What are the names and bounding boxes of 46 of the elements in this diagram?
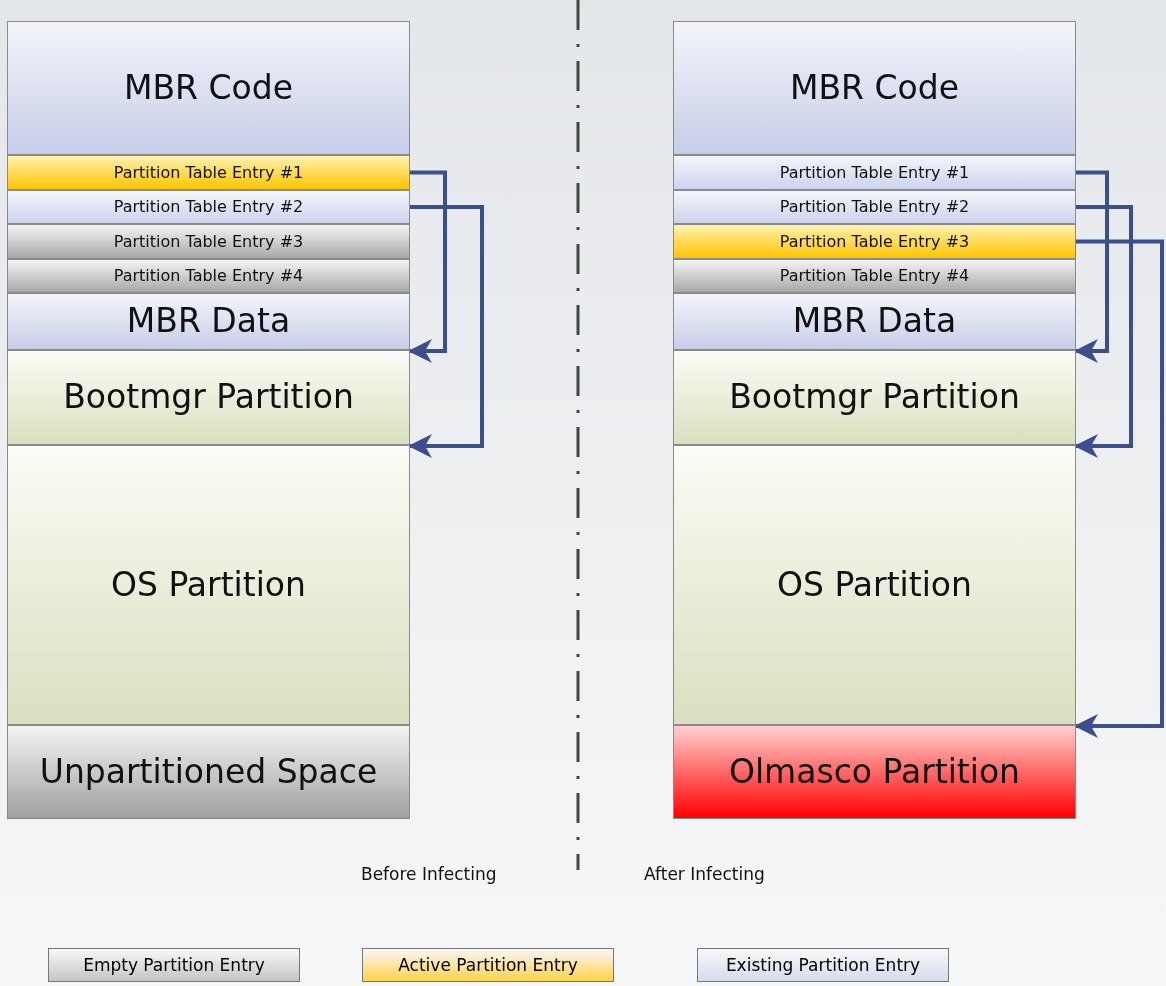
unpartitioned-block bbox=[7, 725, 410, 819]
block-label: OS Partition bbox=[777, 566, 972, 604]
partition-entry bbox=[7, 155, 410, 190]
mbr-data-block bbox=[7, 293, 410, 350]
block-label: OS Partition bbox=[111, 566, 306, 604]
partition-entry bbox=[673, 224, 1076, 259]
block-label: MBR Code bbox=[124, 69, 293, 107]
partition-entry bbox=[673, 190, 1076, 224]
legend-text: Empty Partition Entry bbox=[83, 955, 265, 975]
partition-block bbox=[7, 445, 410, 725]
block-label: Olmasco Partition bbox=[728, 753, 1021, 791]
partition-block bbox=[7, 350, 410, 445]
partition-block bbox=[673, 725, 1076, 819]
block-label: MBR Code bbox=[790, 69, 959, 107]
pointer-arrow bbox=[408, 170, 447, 363]
block-label: Partition Table Entry #3 bbox=[779, 232, 970, 251]
partition-entry bbox=[673, 259, 1076, 293]
block-label: MBR Data bbox=[792, 303, 957, 340]
partition-entry bbox=[7, 224, 410, 259]
block-label: Partition Table Entry #2 bbox=[779, 198, 970, 216]
block-label: Partition Table Entry #2 bbox=[113, 198, 304, 216]
caption-text: Before Infecting bbox=[361, 864, 497, 884]
block-label: Partition Table Entry #4 bbox=[113, 267, 304, 285]
mbr-code-block bbox=[7, 21, 410, 155]
mbr-data-block bbox=[673, 293, 1076, 350]
legend-text: Active Partition Entry bbox=[398, 955, 578, 975]
block-label: Partition Table Entry #4 bbox=[779, 267, 970, 285]
partition-entry bbox=[7, 190, 410, 224]
pointer-arrow bbox=[408, 205, 484, 458]
block-label: Bootmgr Partition bbox=[63, 379, 354, 416]
pointer-arrow bbox=[1074, 170, 1109, 363]
mbr-code-block bbox=[673, 21, 1076, 155]
block-label: Partition Table Entry #1 bbox=[779, 163, 970, 182]
block-label: MBR Data bbox=[126, 303, 291, 340]
pointer-arrow bbox=[1074, 239, 1164, 738]
partition-entry bbox=[7, 259, 410, 293]
block-label: Partition Table Entry #3 bbox=[113, 232, 304, 251]
block-label: Unpartitioned Space bbox=[39, 753, 378, 791]
partition-entry bbox=[673, 155, 1076, 190]
legend-text: Existing Partition Entry bbox=[725, 955, 921, 975]
caption-text: After Infecting bbox=[644, 864, 765, 884]
partition-block bbox=[673, 350, 1076, 445]
block-label: Partition Table Entry #1 bbox=[113, 163, 304, 182]
pointer-arrow bbox=[1074, 205, 1133, 458]
block-label: Bootmgr Partition bbox=[729, 379, 1020, 416]
partition-block bbox=[673, 445, 1076, 725]
